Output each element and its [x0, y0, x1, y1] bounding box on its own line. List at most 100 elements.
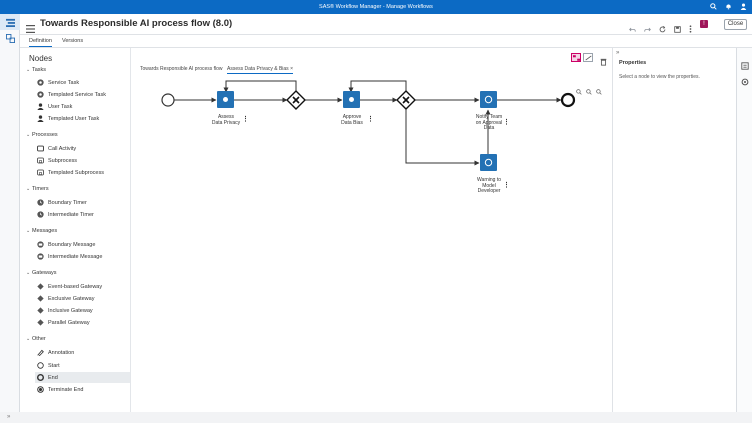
- boundary-message-icon: [37, 241, 44, 248]
- collapse-panel-icon[interactable]: »: [616, 50, 620, 56]
- properties-rail-icon[interactable]: [737, 58, 752, 74]
- node-item-subprocess[interactable]: Subprocess: [35, 155, 130, 166]
- exclusive-gateway-icon: [37, 295, 44, 302]
- service-task-icon: [37, 79, 44, 86]
- boundary-timer-icon: [37, 199, 44, 206]
- node-item-boundary-timer[interactable]: Boundary Timer: [35, 197, 130, 208]
- node-item-start[interactable]: Start: [35, 360, 130, 371]
- node-item-parallel-gateway[interactable]: Parallel Gateway: [35, 317, 130, 328]
- parallel-gateway-icon: [37, 319, 44, 326]
- node-item-label: Intermediate Timer: [48, 211, 94, 218]
- group-label: Timers: [32, 186, 49, 192]
- node-item-exclusive-gateway[interactable]: Exclusive Gateway: [35, 293, 130, 304]
- flow-gateway2-to-warning: [405, 109, 480, 166]
- refresh-icon[interactable]: [659, 20, 666, 38]
- connect-mode-icon[interactable]: [583, 53, 593, 62]
- group-label: Messages: [32, 228, 58, 234]
- search-icon[interactable]: [709, 2, 718, 11]
- terminate-end-icon: [37, 386, 44, 393]
- label-notify-team: Notify Team on Approval Data: [475, 114, 503, 131]
- node-item-label: Terminate End: [48, 386, 84, 393]
- select-mode-icon[interactable]: [571, 53, 581, 62]
- group-timers[interactable]: ⌄Timers: [26, 186, 49, 192]
- node-item-label: Templated User Task: [48, 115, 100, 122]
- canvas-tab-subflow[interactable]: Assess Data Privacy & Bias ×: [227, 66, 293, 74]
- node-item-end[interactable]: End: [35, 372, 130, 383]
- node-item-label: Start: [48, 362, 60, 369]
- close-tab-icon[interactable]: ×: [290, 66, 293, 72]
- node-item-annotation[interactable]: Annotation: [35, 347, 130, 358]
- group-tasks[interactable]: ⌄Tasks: [26, 67, 46, 73]
- settings-rail-icon[interactable]: [737, 74, 752, 90]
- close-button[interactable]: Close: [724, 19, 747, 30]
- node-item-inclusive-gateway[interactable]: Inclusive Gateway: [35, 305, 130, 316]
- workflows-nav-icon[interactable]: [0, 14, 20, 30]
- user-task-icon: [37, 103, 44, 110]
- zoom-out-icon[interactable]: [586, 82, 592, 100]
- undo-icon[interactable]: [629, 20, 636, 38]
- node-item-label: Service Task: [48, 79, 80, 86]
- zoom-in-icon[interactable]: [576, 82, 582, 100]
- delete-icon[interactable]: [600, 53, 608, 66]
- user-badge[interactable]: !: [700, 20, 708, 28]
- node-item-boundary-message[interactable]: Boundary Message: [35, 239, 130, 250]
- node-menu-icon[interactable]: ⋮: [367, 116, 374, 123]
- node-item-label: Templated Service Task: [48, 91, 106, 98]
- node-item-templated-service-task[interactable]: Templated Service Task: [35, 89, 130, 100]
- group-processes[interactable]: ⌄Processes: [26, 132, 58, 138]
- panel-splitter[interactable]: [130, 48, 131, 412]
- node-menu-icon[interactable]: ⋮: [242, 116, 249, 123]
- node-item-user-task[interactable]: User Task: [35, 101, 130, 112]
- canvas-tab-main-flow[interactable]: Towards Responsible AI process flow: [140, 66, 223, 72]
- expand-rail-icon[interactable]: »: [7, 414, 11, 420]
- page-title: Towards Responsible AI process flow (8.0…: [40, 18, 233, 29]
- templated-subprocess-icon: [37, 169, 44, 176]
- group-messages[interactable]: ⌄Messages: [26, 228, 57, 234]
- tab-definition[interactable]: Definition: [29, 38, 52, 47]
- node-item-templated-subprocess[interactable]: Templated Subprocess: [35, 167, 130, 178]
- node-item-templated-user-task[interactable]: Templated User Task: [35, 113, 130, 124]
- left-nav-rail: [0, 14, 20, 423]
- node-item-service-task[interactable]: Service Task: [35, 77, 130, 88]
- properties-title: Properties: [619, 60, 647, 66]
- group-gateways[interactable]: ⌄Gateways: [26, 270, 56, 276]
- group-label: Tasks: [32, 67, 47, 73]
- fit-to-screen-icon[interactable]: [596, 82, 602, 100]
- node-item-terminate-end[interactable]: Terminate End: [35, 384, 130, 395]
- node-item-intermediate-timer[interactable]: Intermediate Timer: [35, 209, 130, 220]
- start-icon: [37, 362, 44, 369]
- instances-nav-icon[interactable]: [0, 30, 20, 46]
- flow-gateway2-loop: [348, 80, 407, 93]
- intermediate-timer-icon: [37, 211, 44, 218]
- properties-panel: » Properties Select a node to view the p…: [612, 48, 736, 412]
- chevron-down-icon: ⌄: [26, 336, 31, 342]
- templated-service-task-icon: [37, 91, 44, 98]
- sequence-flows: [174, 80, 562, 166]
- node-item-call-activity[interactable]: Call Activity: [35, 143, 130, 154]
- start-event: [161, 93, 175, 107]
- chevron-down-icon: ⌄: [26, 67, 31, 73]
- node-item-label: Subprocess: [48, 157, 78, 164]
- notifications-icon[interactable]: [724, 2, 733, 11]
- templated-user-task-icon: [37, 115, 44, 122]
- label-warning-model-developer: Warning to Model Developer: [477, 177, 501, 194]
- more-icon[interactable]: [689, 20, 692, 38]
- group-other[interactable]: ⌄Other: [26, 336, 46, 342]
- save-icon[interactable]: [674, 20, 681, 38]
- redo-icon[interactable]: [644, 20, 651, 38]
- properties-empty-message: Select a node to view the properties.: [619, 74, 700, 80]
- node-menu-icon[interactable]: ⋮: [503, 119, 510, 126]
- node-item-intermediate-message[interactable]: Intermediate Message: [35, 251, 130, 262]
- node-menu-icon[interactable]: ⋮: [503, 182, 510, 189]
- node-item-event-based-gateway[interactable]: Event-based Gateway: [35, 281, 130, 292]
- tab-versions[interactable]: Versions: [62, 38, 84, 44]
- user-icon[interactable]: [739, 2, 748, 11]
- group-label: Other: [32, 336, 46, 342]
- canvas-tab-label: Assess Data Privacy & Bias: [227, 66, 289, 72]
- label-assess-data-privacy: Assess Data Privacy: [211, 114, 241, 126]
- chevron-down-icon: ⌄: [26, 186, 31, 192]
- end-event: [560, 92, 576, 108]
- diagram-canvas[interactable]: Towards Responsible AI process flow Asse…: [131, 48, 612, 412]
- chevron-down-icon: ⌄: [26, 270, 31, 276]
- menu-icon[interactable]: [26, 20, 35, 33]
